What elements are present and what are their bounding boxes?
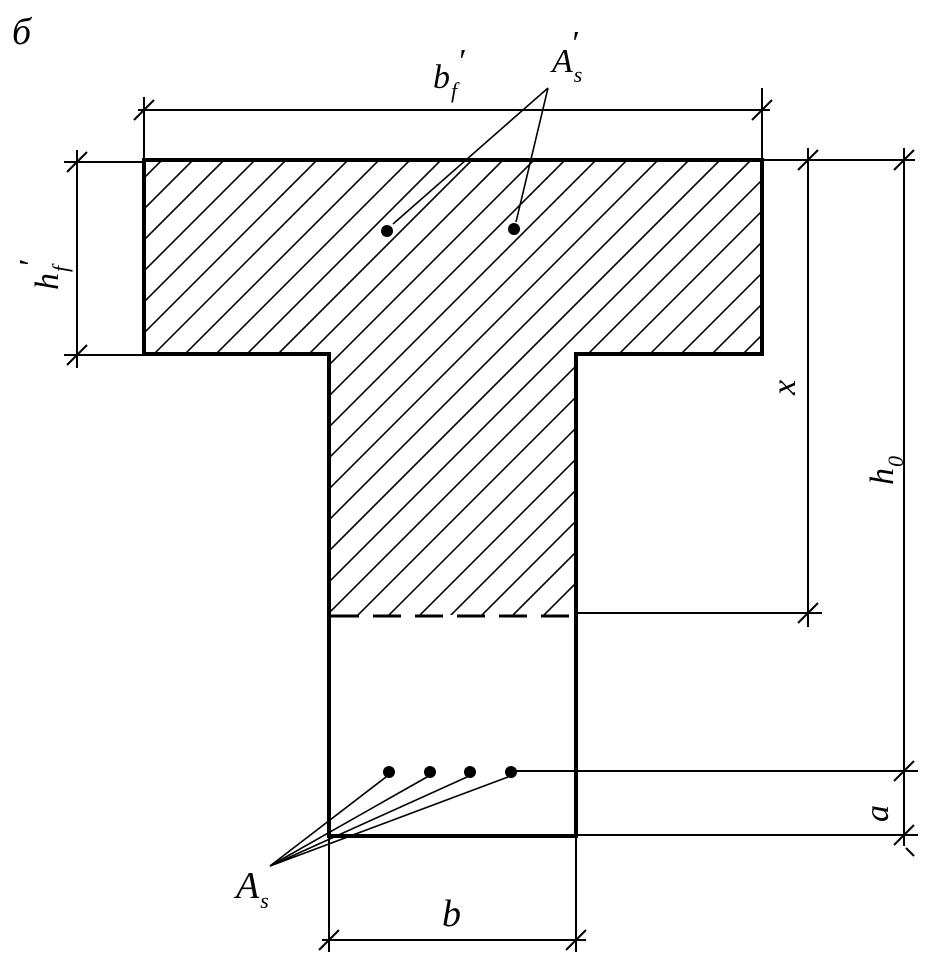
hatch-line <box>0 160 131 680</box>
label-flange-height: hf′ <box>13 260 73 290</box>
label-web-width: b <box>442 893 461 935</box>
figure-tag: б <box>12 11 33 53</box>
hatch-line <box>664 160 762 615</box>
tension-bar-4 <box>505 766 517 778</box>
dimension-flange-width <box>133 88 773 160</box>
tension-bar-2 <box>424 766 436 778</box>
hatch-line <box>789 160 933 680</box>
label-tension-steel: As <box>233 865 269 913</box>
leader-tension-3 <box>269 776 468 867</box>
hatch-line <box>144 160 566 615</box>
dimension-web-width <box>318 836 587 952</box>
label-effective-depth: h0 <box>864 456 908 485</box>
hatch-line <box>726 160 762 615</box>
hatch-line <box>144 160 380 615</box>
web-outline-lower <box>327 615 578 838</box>
hatch-line <box>292 160 762 615</box>
hatch-line <box>144 160 535 615</box>
hatch-line <box>0 160 100 680</box>
hatch-line <box>354 160 762 615</box>
hatch-line <box>144 160 287 615</box>
hatch-line <box>168 160 690 615</box>
tension-bar-1 <box>383 766 395 778</box>
dimension-compression-depth <box>576 148 832 627</box>
hatch-line <box>144 160 163 615</box>
hatch-line <box>230 160 752 615</box>
hatch-line <box>144 160 411 615</box>
hatch-line <box>144 160 225 615</box>
hatch-line <box>144 160 659 615</box>
compression-zone-hatching <box>0 160 933 680</box>
hatch-line <box>144 160 504 615</box>
dimension-effective-depth <box>513 148 918 846</box>
hatch-line <box>820 160 933 680</box>
hatch-line <box>144 160 442 615</box>
leader-compressed-2 <box>515 87 549 223</box>
hatch-line <box>261 160 762 615</box>
hatch-line <box>144 160 597 615</box>
hatch-line <box>144 160 628 615</box>
hatch-line <box>416 160 762 615</box>
leader-compressed-1 <box>392 87 549 225</box>
hatch-line <box>199 160 721 615</box>
label-flange-width: bf′ <box>433 43 465 103</box>
hatch-line <box>144 160 256 615</box>
compressed-bar-2 <box>508 223 520 235</box>
label-cover: a <box>859 805 896 822</box>
hatch-line <box>144 160 318 615</box>
hatch-line <box>385 160 762 615</box>
label-compression-depth: x <box>766 380 803 396</box>
compressed-bar-1 <box>381 225 393 237</box>
hatch-line <box>695 160 762 615</box>
hatch-line <box>144 160 349 615</box>
hatch-line <box>540 160 762 615</box>
t-section-outline <box>142 158 764 615</box>
hatch-line <box>144 160 194 615</box>
dimension-cover <box>576 824 918 857</box>
label-compressed-steel: As′ <box>550 25 582 87</box>
tension-bar-3 <box>464 766 476 778</box>
hatch-line <box>633 160 762 615</box>
hatch-line <box>323 160 762 615</box>
hatch-line <box>851 160 933 680</box>
hatch-line <box>478 160 762 615</box>
leader-tension-4 <box>269 776 509 867</box>
leader-tension-1 <box>269 776 387 867</box>
hatch-line <box>757 160 762 615</box>
hatch-line <box>509 160 762 615</box>
leader-tension-2 <box>269 776 428 867</box>
hatch-line <box>571 160 762 615</box>
dimension-flange-height <box>64 150 144 368</box>
hatch-line <box>447 160 762 615</box>
hatch-line <box>602 160 762 615</box>
